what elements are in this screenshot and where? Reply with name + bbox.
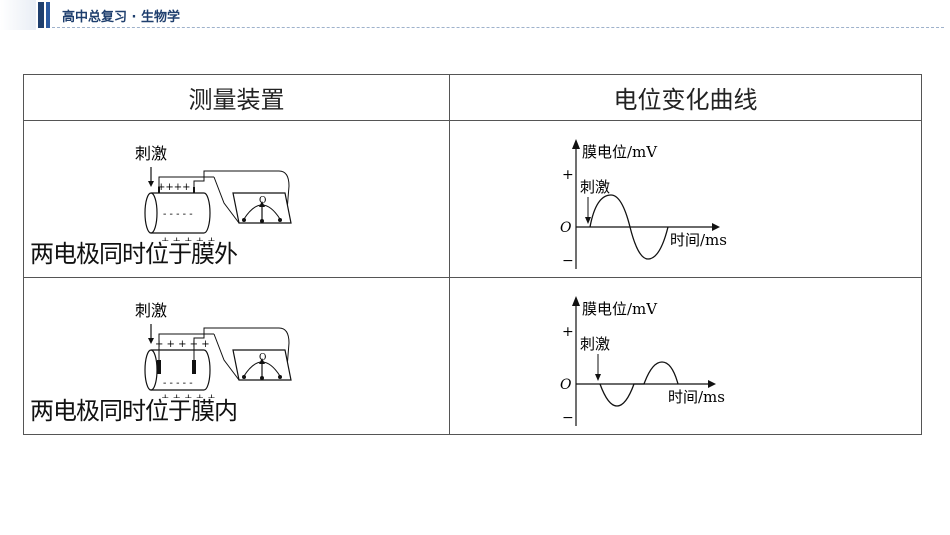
plus-label: +	[562, 167, 574, 183]
wire-a	[158, 333, 214, 360]
stimulus-arrow-head	[148, 338, 154, 344]
x-axis-label: 时间/ms	[668, 388, 725, 406]
plus-label: +	[562, 324, 574, 340]
needle-head	[259, 201, 265, 207]
stimulus-label: 刺激	[580, 178, 610, 196]
header-bar: 高中总复习 · 生物学	[0, 0, 950, 30]
potential-curve	[599, 361, 679, 407]
wire-a2	[213, 333, 240, 381]
terminal-left	[242, 375, 246, 379]
caption-outside: 两电极同时位于膜外	[30, 240, 238, 268]
inner-signs: - - - - -	[163, 209, 193, 220]
stimulus-label: 刺激	[135, 301, 167, 320]
stimulus-arrow-head	[585, 217, 591, 224]
electrode-a	[157, 360, 161, 374]
terminal-right	[278, 218, 282, 222]
origin-label: O	[560, 220, 572, 236]
table-row: 刺激 + + + + + - - - - - + + + + + O	[23, 277, 922, 435]
potential-graph-outside: 膜电位/mV 时间/ms O + − 刺激	[560, 139, 727, 269]
apparatus-cell: 刺激 ++++ - - - - - + + + + + O	[23, 120, 450, 278]
stimulus-label: 刺激	[135, 144, 167, 163]
terminal-center	[260, 376, 264, 380]
stimulus-arrow-head	[148, 181, 154, 187]
header-potential-curve: 电位变化曲线	[449, 74, 922, 121]
header-accent-bar	[38, 2, 44, 28]
apparatus-diagram-inside: 刺激 + + + + + - - - - - + + + + + O	[135, 301, 292, 398]
nerve-fiber	[151, 192, 211, 234]
needle-head	[259, 358, 265, 364]
bottom-signs: + + + + +	[161, 236, 216, 241]
table-row: 刺激 ++++ - - - - - + + + + + O	[23, 120, 922, 278]
meter-label: O	[259, 353, 266, 363]
minus-label: −	[562, 253, 574, 269]
y-axis-arrow	[572, 139, 580, 149]
x-axis-arrow	[708, 380, 716, 388]
nerve-fiber	[151, 349, 211, 391]
potential-graph-inside: 膜电位/mV 时间/ms O + − 刺激	[560, 296, 725, 426]
apparatus-diagram-outside: 刺激 ++++ - - - - - + + + + + O	[135, 144, 292, 241]
stimulus-label: 刺激	[580, 335, 610, 353]
header-fade	[0, 0, 36, 30]
wire-b	[193, 170, 290, 212]
y-axis-label: 膜电位/mV	[582, 300, 658, 318]
nerve-fiber-end	[144, 349, 158, 391]
nerve-fiber-end	[144, 192, 158, 234]
header-measure-device: 测量装置	[23, 74, 450, 121]
curve-cell: 膜电位/mV 时间/ms O + − 刺激	[449, 277, 922, 435]
terminal-center	[260, 219, 264, 223]
top-signs: + + + + +	[155, 339, 210, 350]
header-title: 高中总复习 · 生物学	[62, 10, 180, 25]
caption-inside: 两电极同时位于膜内	[30, 397, 238, 425]
stimulus-arrow-head	[595, 374, 601, 381]
header-divider	[52, 27, 944, 28]
x-axis-arrow	[712, 223, 720, 231]
electrode-b	[192, 360, 196, 374]
bottom-signs: + + + + +	[161, 393, 216, 398]
inner-signs: - - - - -	[163, 378, 193, 389]
terminal-right	[278, 375, 282, 379]
y-axis-label: 膜电位/mV	[582, 143, 658, 161]
x-axis-label: 时间/ms	[670, 231, 727, 249]
header-accent-bar-secondary	[46, 2, 50, 28]
meter-label: O	[259, 196, 266, 206]
top-signs: ++++	[157, 182, 191, 193]
origin-label: O	[560, 377, 572, 393]
table-header-row: 测量装置 电位变化曲线	[23, 74, 922, 121]
terminal-left	[242, 218, 246, 222]
comparison-table: 测量装置 电位变化曲线 刺激 ++++ - - - - - + + + + +	[23, 74, 922, 435]
y-axis-arrow	[572, 296, 580, 306]
potential-curve	[589, 194, 669, 260]
curve-cell: 膜电位/mV 时间/ms O + − 刺激	[449, 120, 922, 278]
wire-a	[158, 176, 214, 187]
apparatus-cell: 刺激 + + + + + - - - - - + + + + + O	[23, 277, 450, 435]
minus-label: −	[562, 410, 574, 426]
wire-a2	[213, 176, 240, 224]
wire-b	[193, 327, 290, 369]
